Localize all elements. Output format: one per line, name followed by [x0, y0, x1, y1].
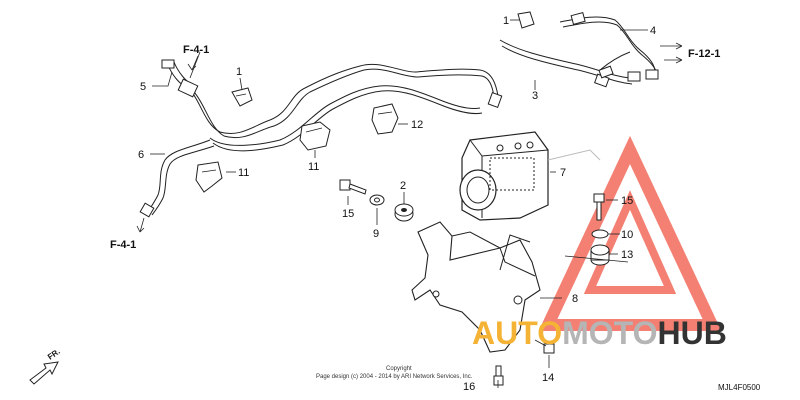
copyright-line-1: Copyright: [386, 366, 412, 372]
ref-arrow-f41-bottom: [136, 217, 145, 233]
callout-1-left: 1: [236, 66, 242, 78]
brake-pipe-6: [139, 139, 215, 218]
front-direction-icon: [29, 361, 59, 385]
ref-label-f41-top: F-4-1: [183, 44, 209, 56]
brake-pipe-5: [161, 59, 199, 98]
bracket-8: [411, 221, 541, 353]
bolt-15-left: [339, 179, 367, 195]
brake-pipe-upper: [189, 63, 503, 152]
callout-16: 16: [463, 381, 475, 393]
bolt-14: [534, 339, 555, 354]
leader-lines: [150, 19, 648, 388]
ref-arrow-f121-lower: [664, 56, 683, 64]
bracket-11-center: [299, 121, 331, 151]
front-direction-label: FR.: [46, 347, 62, 362]
clip-1-top: [517, 11, 535, 29]
bracket-12: [371, 103, 399, 135]
callout-5: 5: [140, 81, 146, 93]
callout-15-left: 15: [342, 208, 354, 220]
ref-arrow-f41-top: [187, 55, 199, 71]
callout-4: 4: [650, 25, 656, 37]
ref-label-f41-bottom: F-4-1: [110, 239, 136, 251]
callout-12: 12: [411, 119, 423, 131]
watermark-text: AUTOMOTOHUB: [472, 315, 727, 351]
callout-7: 7: [560, 167, 566, 179]
diagram-code: MJL4F0500: [718, 383, 761, 392]
watermark-logo-icon: [538, 135, 722, 331]
bolt-16: [493, 365, 504, 386]
callout-8: 8: [572, 293, 578, 305]
washer-9: [369, 194, 385, 206]
brake-pipe-3-4: [499, 11, 659, 88]
callout-1-top: 1: [503, 15, 509, 27]
clip-1-left: [231, 87, 253, 107]
callout-15-right: 15: [621, 195, 633, 207]
copyright-line-2: Page design (c) 2004 - 2014 by ARI Netwo…: [316, 374, 473, 380]
ref-arrow-f121-upper: [660, 42, 683, 50]
callout-6: 6: [138, 149, 144, 161]
callout-14: 14: [542, 372, 554, 384]
callout-10: 10: [621, 229, 633, 241]
abs-modulator-7: [459, 131, 601, 221]
bolt-15-right: [593, 193, 605, 221]
grommet-2: [394, 203, 414, 222]
callout-13: 13: [621, 249, 633, 261]
callout-2: 2: [400, 180, 406, 192]
callout-11-center: 11: [308, 161, 319, 173]
washer-10: [591, 229, 609, 239]
callout-11-left: 11: [238, 167, 249, 179]
callout-labels: 1 1 2 3 4 5 6 7 8 9 10 11 11 12 13 14 15…: [138, 15, 656, 393]
callout-9: 9: [373, 228, 379, 240]
grommet-13: [590, 244, 610, 266]
callout-3: 3: [532, 90, 538, 102]
bracket-11: [195, 161, 223, 193]
ref-label-f121: F-12-1: [688, 48, 720, 60]
